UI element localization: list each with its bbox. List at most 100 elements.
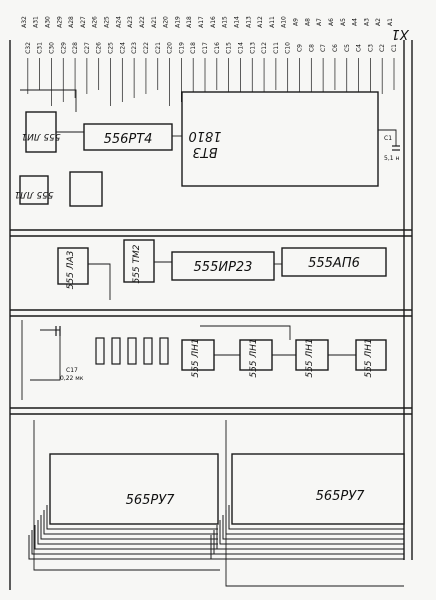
pin-label-a: A7 (316, 18, 323, 26)
chip-ram-right-box (231, 453, 405, 525)
pin-label-a: A23 (127, 16, 134, 28)
pin-label-a: A11 (269, 16, 276, 28)
ram-bus-line (213, 530, 404, 555)
pin-label-a: A26 (92, 16, 99, 28)
pin-label-c: C5 (344, 44, 351, 52)
chip-cpu-box (181, 91, 379, 187)
chip-small-1-label: 555 ЛИ1 (21, 131, 60, 141)
pin-label-c: C20 (167, 42, 174, 54)
pin-label-c: C10 (285, 42, 292, 54)
cap-c1-label: C1 (384, 135, 392, 142)
pin-label-c: C26 (96, 42, 103, 54)
pin-label-a: A22 (139, 16, 146, 28)
pin-label-c: C18 (190, 42, 197, 54)
pin-label-a: A25 (104, 16, 111, 28)
ram-bus-line (37, 520, 218, 545)
pin-label-c: C23 (131, 42, 138, 54)
pin-label-c: C14 (237, 42, 244, 54)
pin-label-c: C19 (178, 42, 185, 54)
pin-label-a: A30 (44, 16, 51, 28)
ram-bus-line (210, 535, 404, 560)
pin-label-c: C31 (37, 42, 44, 54)
chip-tm2-label: 555 ТМ2 (132, 244, 142, 283)
ram-bus-line (28, 535, 218, 560)
chip-small-2-box (69, 171, 103, 207)
cap-c1-value: 5,1 н (384, 155, 399, 162)
chip-small-3-box (19, 175, 49, 205)
pin-label-c: C22 (143, 42, 150, 54)
pin-label-c: C21 (155, 42, 162, 54)
cap-c17-label: C17 (66, 367, 78, 374)
pin-label-c: C8 (308, 44, 315, 52)
ram-bus-line (219, 520, 404, 545)
ram-bus-line (216, 525, 404, 550)
pin-label-c: C2 (379, 44, 386, 52)
chip-rom-label: 556РТ4 (104, 132, 153, 147)
pin-label-a: A5 (340, 18, 347, 26)
chip-small-2-label: 555 ЛЛ1 (14, 189, 53, 199)
chip-rom-box (83, 123, 173, 151)
pin-label-c: C6 (332, 44, 339, 52)
chip-ln1-b-label: 555 ЛН1 (249, 338, 259, 377)
ram-bus-line (222, 515, 404, 540)
pin-label-a: A29 (56, 16, 63, 28)
pin-label-a: A1 (387, 18, 394, 26)
pin-label-a: A27 (80, 16, 87, 28)
pin-label-a: A4 (352, 18, 359, 26)
ram-bus-line (231, 500, 404, 525)
chip-tm2-box (123, 239, 155, 283)
chip-reg-label: 555ИР23 (194, 260, 253, 275)
chip-ln1-d-label: 555 ЛН1 (364, 338, 374, 377)
pin-label-c: C32 (25, 42, 32, 54)
pin-label-c: C30 (48, 42, 55, 54)
ram-bus-line (31, 530, 218, 555)
chip-ln1-c-label: 555 ЛН1 (305, 338, 315, 377)
chip-la3-box (57, 247, 89, 285)
ram-bus-stacks (28, 500, 404, 560)
pin-label-a: A12 (257, 16, 264, 28)
chip-ram-left-label: 565РУ7 (126, 493, 176, 508)
misc-wires (20, 89, 404, 587)
chip-ap6-label: 555АП6 (308, 256, 360, 271)
pin-label-c: C3 (367, 44, 374, 52)
ram-bus-line (43, 510, 218, 535)
pin-label-a: A18 (186, 16, 193, 28)
pin-label-a: A16 (210, 16, 217, 28)
pin-label-a: A21 (151, 16, 158, 28)
pin-label-a: A6 (328, 18, 335, 26)
ram-bus-line (34, 525, 218, 550)
chip-small-1-box (25, 111, 57, 153)
pin-label-c: C25 (108, 42, 115, 54)
pin-label-c: C27 (84, 42, 91, 54)
chip-cpu-suffix: ВТ3 (192, 144, 217, 159)
pin-label-c: C7 (320, 44, 327, 52)
pin-label-c: C17 (202, 42, 209, 54)
resistor-array (95, 337, 169, 365)
pin-label-a: A19 (174, 16, 181, 28)
pin-label-a: A10 (281, 16, 288, 28)
chip-ram-left-box (49, 453, 219, 525)
pin-label-c: C28 (72, 42, 79, 54)
pin-label-a: A31 (33, 16, 40, 28)
pin-label-c: C11 (273, 42, 280, 54)
pin-label-a: A17 (198, 16, 205, 28)
pin-label-c: C9 (297, 44, 304, 52)
pin-label-c: C13 (249, 42, 256, 54)
ram-bus-line (46, 505, 218, 530)
chip-cpu-number: 1810 (188, 128, 221, 143)
ram-bus-line (40, 515, 218, 540)
pin-label-a: A24 (115, 16, 122, 28)
pin-label-a: A3 (363, 18, 370, 26)
cap-c17-value: 0,22 мк (60, 375, 84, 382)
pin-label-a: A28 (68, 16, 75, 28)
pin-label-c: C16 (214, 42, 221, 54)
pin-label-c: C24 (119, 42, 126, 54)
pin-label-c: C12 (261, 42, 268, 54)
pin-label-c: C4 (356, 44, 363, 52)
pin-label-a: A9 (293, 18, 300, 26)
pin-label-a: A32 (21, 16, 28, 28)
pin-label-c: C15 (226, 42, 233, 54)
pin-label-a: A15 (222, 16, 229, 28)
